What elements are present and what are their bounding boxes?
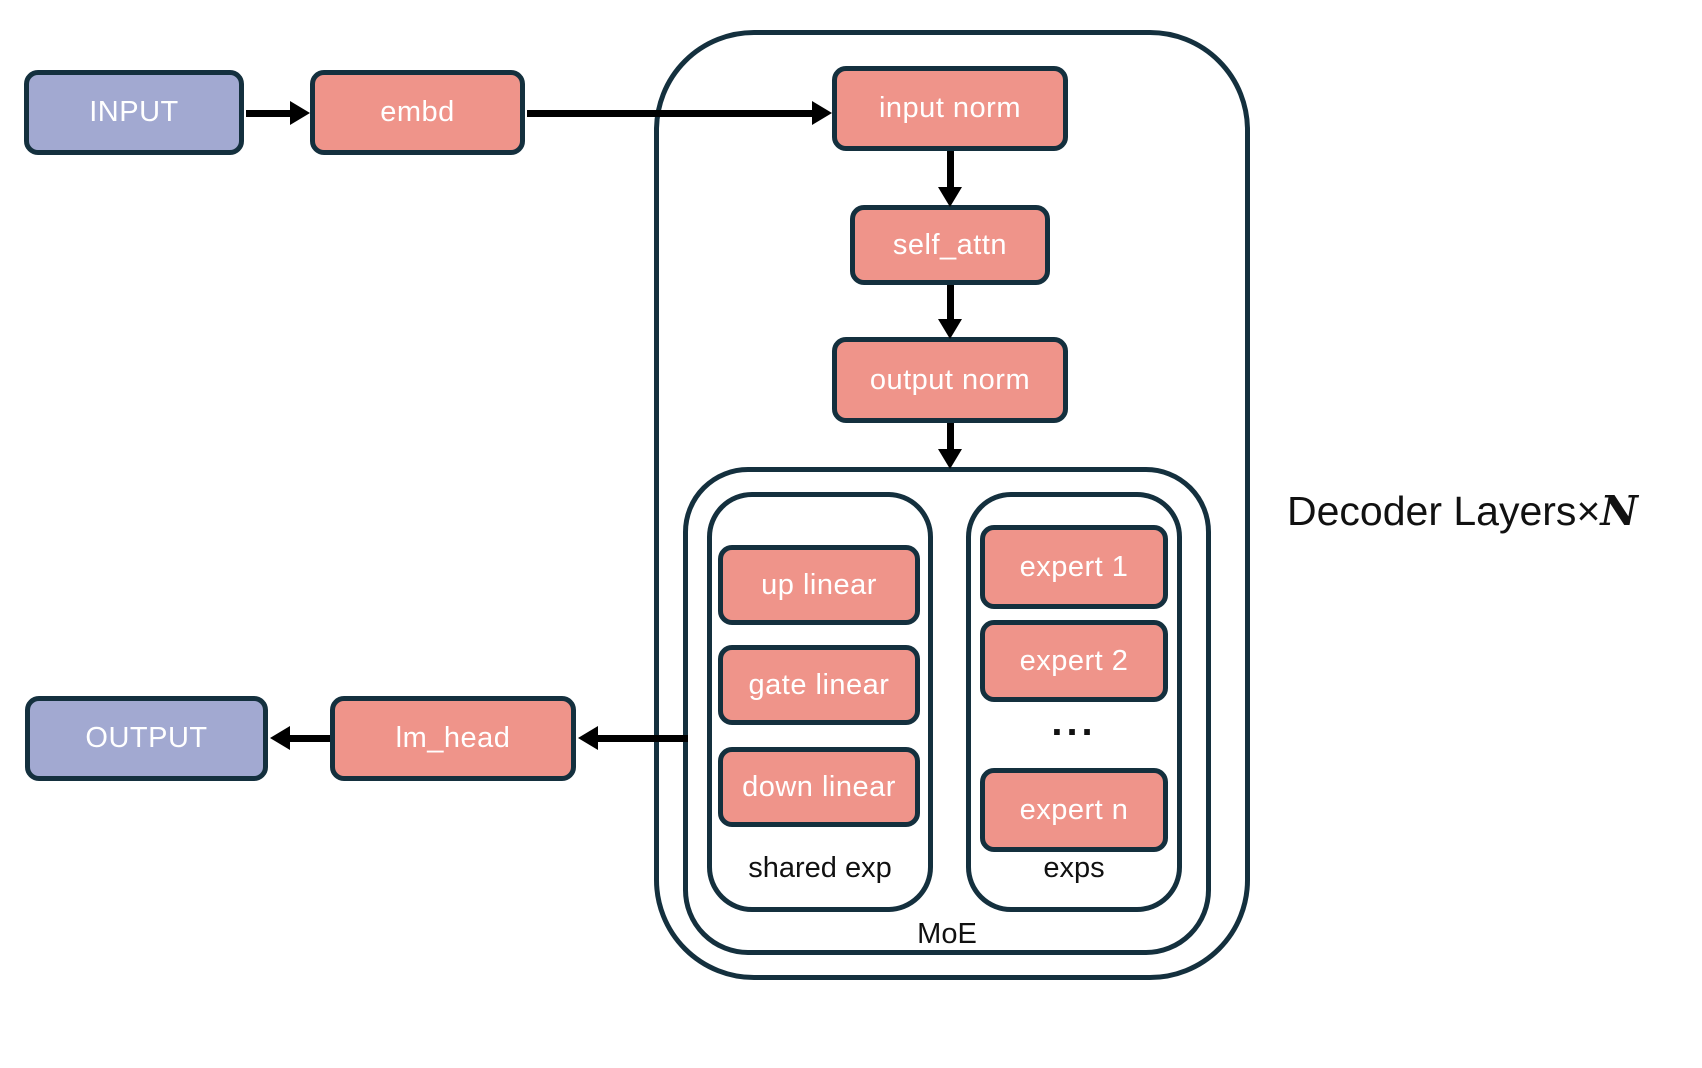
node-output: OUTPUT bbox=[25, 696, 268, 781]
node-expert-2: expert 2 bbox=[980, 620, 1168, 702]
arrow-output-norm-to-moe bbox=[938, 423, 962, 469]
node-output-norm: output norm bbox=[832, 337, 1068, 423]
arrow-shaft bbox=[946, 151, 954, 193]
shared-expert-group bbox=[707, 492, 933, 912]
experts-group-label: exps bbox=[1043, 852, 1105, 884]
arrow-self-attn-to-output-norm bbox=[938, 285, 962, 339]
arrow-shaft bbox=[527, 109, 818, 117]
arrow-shaft bbox=[946, 285, 954, 325]
arrow-head bbox=[938, 187, 962, 207]
multiply-sign: × bbox=[1576, 488, 1601, 534]
arrow-moe-to-lm-head bbox=[578, 726, 688, 750]
arrow-shaft bbox=[246, 109, 296, 117]
experts-group bbox=[966, 492, 1182, 912]
arrow-head bbox=[938, 319, 962, 339]
moe-label: MoE bbox=[917, 918, 977, 950]
shared-expert-group-label: shared exp bbox=[748, 852, 892, 884]
decoder-layers-container bbox=[654, 30, 1250, 980]
node-expert-n: expert n bbox=[980, 768, 1168, 852]
layer-count-symbol: N bbox=[1600, 487, 1638, 535]
arrow-head bbox=[938, 449, 962, 469]
decoder-layers-title: Decoder Layers×N bbox=[1287, 487, 1638, 535]
arrow-embd-to-input-norm bbox=[527, 101, 832, 125]
arrow-shaft bbox=[284, 734, 330, 742]
node-lm-head: lm_head bbox=[330, 696, 576, 781]
arrow-shaft bbox=[946, 423, 954, 455]
arrow-head bbox=[812, 101, 832, 125]
node-input: INPUT bbox=[24, 70, 244, 155]
node-gate-linear: gate linear bbox=[718, 645, 920, 725]
node-expert-1: expert 1 bbox=[980, 525, 1168, 609]
node-input-norm: input norm bbox=[832, 66, 1068, 151]
arrow-lm-head-to-output bbox=[270, 726, 330, 750]
node-self-attn: self_attn bbox=[850, 205, 1050, 285]
arrow-input-to-embd bbox=[246, 101, 310, 125]
arrow-head bbox=[578, 726, 598, 750]
arrow-head bbox=[290, 101, 310, 125]
moe-container bbox=[683, 467, 1211, 955]
node-embd: embd bbox=[310, 70, 525, 155]
decoder-layers-title-prefix: Decoder Layers bbox=[1287, 488, 1577, 534]
node-up-linear: up linear bbox=[718, 545, 920, 625]
arrow-shaft bbox=[592, 734, 688, 742]
arrow-input-norm-to-self-attn bbox=[938, 151, 962, 207]
node-down-linear: down linear bbox=[718, 747, 920, 827]
experts-ellipsis: ... bbox=[1051, 700, 1097, 744]
arrow-head bbox=[270, 726, 290, 750]
